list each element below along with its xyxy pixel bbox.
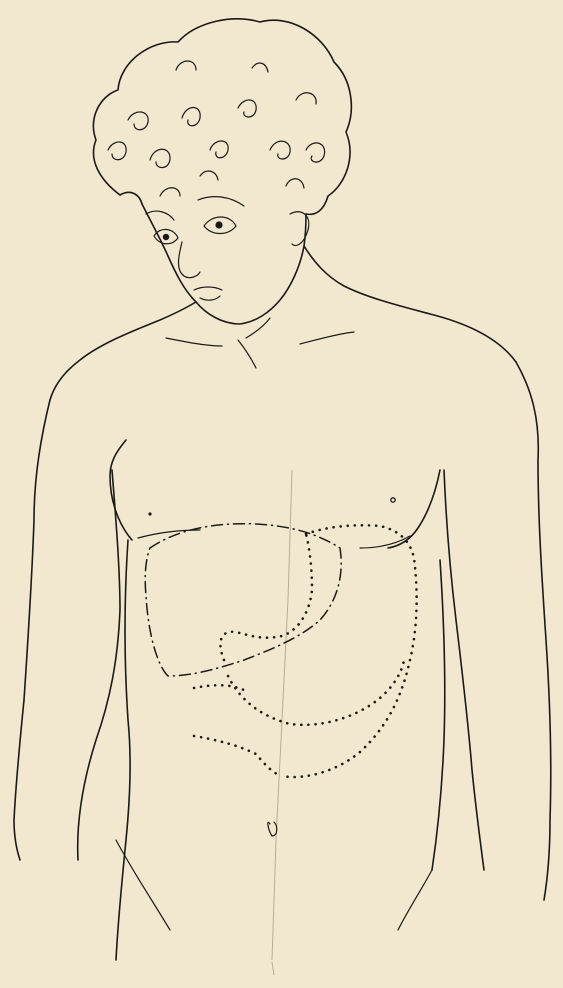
- face-outline: [142, 204, 306, 324]
- neck-right: [304, 246, 516, 362]
- hair-curl-9: [296, 93, 316, 104]
- right-arm-outer: [516, 362, 551, 900]
- hair-curl-2: [128, 112, 148, 130]
- hair-curl-7: [238, 100, 256, 117]
- hair-curl-12: [252, 63, 268, 72]
- hair-curl-1: [108, 142, 126, 160]
- transverse-colon-outline: [194, 685, 282, 776]
- face: [142, 197, 309, 324]
- mouth: [194, 287, 222, 290]
- hair-curl-11: [160, 188, 180, 196]
- hair-curl-8: [270, 141, 290, 159]
- midline-guide: [272, 470, 292, 960]
- neck-line: [246, 318, 270, 338]
- groin-left: [116, 840, 170, 930]
- hair: [93, 19, 351, 214]
- sternal-notch: [238, 340, 256, 368]
- torso-right-side: [432, 560, 445, 870]
- navel: [268, 822, 277, 836]
- lower-lip: [200, 296, 220, 300]
- hair-curl-5: [182, 108, 200, 126]
- left-nipple: [148, 512, 151, 515]
- stomach-outline: [220, 525, 416, 777]
- collarbone-right: [300, 332, 354, 344]
- neck-left: [50, 302, 196, 400]
- hair-curl-14: [286, 179, 304, 188]
- hair-curl-3: [150, 149, 170, 167]
- collarbone-left: [166, 338, 222, 346]
- hair-curl-6: [210, 141, 228, 158]
- hair-curl-13: [200, 171, 218, 180]
- nose: [179, 242, 201, 278]
- left-arm-inner: [78, 470, 120, 860]
- pupil-left: [163, 234, 169, 240]
- torso-left-side: [116, 540, 130, 960]
- brow-right: [198, 197, 244, 206]
- hair-curl-10: [306, 143, 325, 162]
- left-arm-outer: [14, 400, 50, 860]
- groin-right: [398, 870, 432, 930]
- right-nipple: [391, 498, 395, 502]
- right-arm-inner: [444, 470, 484, 870]
- liver-outline: [145, 524, 341, 676]
- right-chest-edge: [388, 470, 440, 548]
- torso: [14, 362, 551, 960]
- hair-front-line: [120, 192, 142, 204]
- mark-below-figure: [272, 962, 274, 975]
- pupil-right: [215, 221, 222, 228]
- hair-curl-4: [176, 61, 196, 70]
- hair-outline: [93, 19, 351, 214]
- neck-and-shoulders: [50, 246, 516, 400]
